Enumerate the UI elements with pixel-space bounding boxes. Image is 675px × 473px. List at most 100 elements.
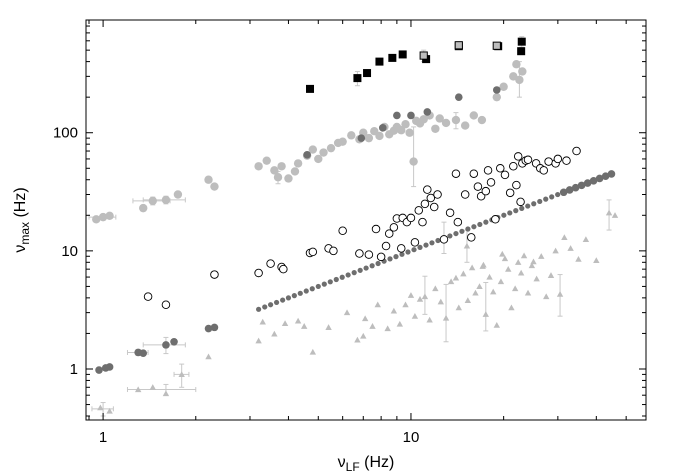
- open-circle-point: [364, 250, 374, 259]
- dark-gray-circle-point: [595, 174, 604, 183]
- light-gray-circle-point: [161, 195, 171, 205]
- open-circle-point: [460, 190, 470, 199]
- triangle-point: [605, 209, 613, 216]
- error-bars: [88, 36, 612, 417]
- triangle-point: [97, 404, 104, 411]
- triangle-point: [369, 323, 376, 329]
- dark-gray-circle-point: [565, 186, 574, 194]
- open-circle-point: [389, 223, 399, 232]
- dark-gray-circle-point: [411, 247, 417, 253]
- triangle-point: [396, 320, 404, 327]
- triangle-point: [464, 297, 472, 304]
- open-circle-point: [426, 193, 436, 203]
- triangle-point: [407, 292, 415, 298]
- dark-gray-circle-point: [303, 151, 311, 159]
- dark-gray-circle-point: [315, 283, 321, 290]
- triangle-point: [517, 269, 525, 276]
- dark-gray-circle-point: [483, 219, 489, 225]
- dark-gray-circle-point: [525, 203, 531, 209]
- dark-gray-circle-point: [507, 210, 513, 216]
- dark-gray-circle-point: [297, 290, 303, 296]
- light-gray-circle-point: [314, 154, 323, 164]
- gray-square-point: [454, 41, 463, 50]
- data-points: [92, 37, 619, 414]
- light-gray-circle-point: [148, 196, 157, 206]
- open-circle-point: [483, 166, 493, 175]
- triangle-point: [411, 312, 419, 319]
- light-gray-circle-point: [338, 137, 347, 146]
- dark-gray-circle-point: [607, 170, 616, 178]
- open-circle-point: [539, 166, 549, 175]
- dark-gray-circle-point: [204, 324, 213, 333]
- dark-gray-circle-point: [267, 302, 274, 308]
- open-circle-point: [429, 202, 439, 212]
- open-circle-point: [143, 292, 153, 301]
- dark-gray-circle-point: [393, 254, 399, 260]
- triangle-point: [426, 316, 433, 323]
- triangle-point: [374, 301, 381, 308]
- x-axis-label-unit: (Hz): [360, 454, 395, 471]
- open-circle-point: [254, 268, 263, 278]
- error-bar: [443, 283, 449, 343]
- triangle-point: [460, 270, 467, 277]
- light-gray-circle-point: [477, 115, 487, 125]
- dark-gray-circle-point: [577, 181, 586, 190]
- light-gray-circle-point: [210, 182, 219, 191]
- dark-gray-circle-point: [369, 263, 375, 269]
- triangle-point: [497, 278, 505, 285]
- light-gray-circle-point: [319, 148, 328, 157]
- open-circle-point: [453, 217, 463, 227]
- dark-gray-circle-point: [210, 323, 219, 332]
- x-axis-label-subscript: LF: [346, 460, 360, 473]
- open-circle-point: [329, 246, 338, 256]
- triangle-point: [149, 384, 156, 390]
- open-circle-point: [420, 199, 430, 209]
- triangle-point: [463, 242, 471, 249]
- y-axis-label-unit: (Hz): [12, 187, 29, 222]
- dark-gray-circle-point: [387, 256, 393, 262]
- light-gray-circle-point: [512, 60, 521, 69]
- x-tick-label: 1: [99, 429, 107, 446]
- dark-gray-circle-point: [555, 191, 561, 198]
- dark-gray-circle-point: [423, 242, 429, 248]
- triangle-point: [281, 320, 289, 326]
- dark-gray-circle-point: [378, 124, 387, 132]
- error-bar: [411, 126, 417, 188]
- open-circle-point: [467, 233, 476, 242]
- open-circle-point: [544, 157, 553, 166]
- open-circle-point: [381, 241, 391, 251]
- triangle-point: [514, 259, 522, 265]
- open-circle-point: [500, 170, 510, 180]
- triangle-point: [361, 315, 369, 322]
- triangle-point: [561, 234, 568, 240]
- gray-square-point: [419, 51, 428, 60]
- triangle-point: [582, 236, 590, 242]
- open-circle-point: [308, 247, 318, 257]
- triangle-point: [432, 285, 439, 292]
- dark-gray-circle-point: [477, 221, 483, 228]
- triangle-point: [384, 325, 391, 332]
- triangle-point: [455, 304, 462, 311]
- open-circle-point: [513, 152, 523, 161]
- triangle-point: [134, 386, 142, 393]
- triangle-point: [611, 212, 619, 218]
- open-circle-point: [553, 154, 563, 164]
- black-square-point: [306, 84, 315, 93]
- open-circle-point: [562, 156, 571, 165]
- dark-gray-circle-point: [513, 208, 519, 214]
- dark-gray-circle-point: [454, 93, 463, 101]
- dark-gray-circle-point: [357, 134, 366, 142]
- triangle-point: [593, 257, 600, 263]
- triangle-point: [205, 353, 212, 360]
- triangle-point: [538, 253, 545, 259]
- triangle-point: [468, 264, 476, 271]
- y-tick-label: 100: [53, 125, 78, 142]
- triangle-point: [390, 307, 398, 314]
- light-gray-circle-point: [409, 157, 418, 166]
- dark-gray-circle-point: [543, 196, 549, 202]
- triangle-point: [437, 298, 444, 305]
- dark-gray-circle-point: [95, 366, 103, 374]
- light-gray-circle-point: [401, 120, 410, 129]
- dark-gray-circle-point: [105, 363, 114, 371]
- dark-gray-circle-point: [321, 281, 327, 287]
